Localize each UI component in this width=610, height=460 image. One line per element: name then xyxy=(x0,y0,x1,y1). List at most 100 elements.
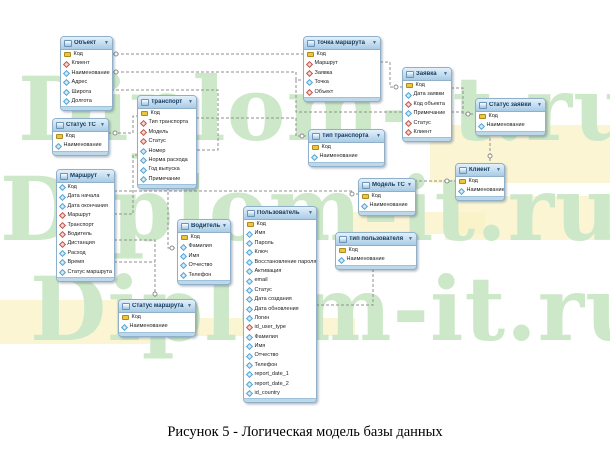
field-row[interactable]: Имя xyxy=(178,252,230,261)
field-row[interactable]: Наименование xyxy=(476,121,545,130)
field-row[interactable]: Модель xyxy=(138,128,196,137)
field-row[interactable]: Транспорт xyxy=(57,221,114,230)
field-row[interactable]: Точка xyxy=(304,78,380,87)
field-row[interactable]: Статус xyxy=(138,137,196,146)
field-row[interactable]: Наименование xyxy=(336,255,416,264)
field-row[interactable]: Тип транспорта xyxy=(138,118,196,127)
field-row[interactable]: Фамилия xyxy=(178,242,230,251)
field-row[interactable]: Пароль xyxy=(244,239,316,248)
field-row[interactable]: Ключ xyxy=(244,248,316,257)
field-row[interactable]: Телефон xyxy=(244,361,316,370)
field-row[interactable]: report_date_1 xyxy=(244,370,316,379)
field-row[interactable]: Дистанция xyxy=(57,239,114,248)
field-row[interactable]: report_date_2 xyxy=(244,380,316,389)
entity-header[interactable]: Статус ТС▼ xyxy=(53,119,108,132)
field-row[interactable]: Дата окончания xyxy=(57,202,114,211)
field-row[interactable]: Наименование xyxy=(53,141,108,150)
field-row[interactable]: Статус xyxy=(403,119,451,128)
collapse-arrow-icon[interactable]: ▼ xyxy=(376,133,381,139)
collapse-arrow-icon[interactable]: ▼ xyxy=(537,102,542,108)
field-row[interactable]: Водитель xyxy=(57,230,114,239)
collapse-arrow-icon[interactable]: ▼ xyxy=(408,236,413,242)
field-row[interactable]: Объект xyxy=(304,88,380,97)
field-row[interactable]: Расход xyxy=(57,249,114,258)
field-row[interactable]: id_country xyxy=(244,389,316,398)
field-row[interactable]: Логин xyxy=(244,314,316,323)
entity-header[interactable]: Модель ТС▼ xyxy=(359,179,415,192)
collapse-arrow-icon[interactable]: ▼ xyxy=(372,40,377,46)
field-row[interactable]: Фамилия xyxy=(244,333,316,342)
field-row[interactable]: id_user_type xyxy=(244,323,316,332)
field-row[interactable]: Долгота xyxy=(61,97,112,106)
field-row[interactable]: Код xyxy=(476,112,545,121)
entity-header[interactable]: Клиент▼ xyxy=(456,164,504,177)
field-row[interactable]: Код xyxy=(53,132,108,141)
field-row[interactable]: Маршрут xyxy=(57,211,114,220)
field-row[interactable]: Номер xyxy=(138,147,196,156)
collapse-arrow-icon[interactable]: ▼ xyxy=(443,71,448,77)
field-row[interactable]: Отчество xyxy=(178,261,230,270)
field-row[interactable]: Код xyxy=(359,192,415,201)
field-row[interactable]: Код xyxy=(178,233,230,242)
collapse-arrow-icon[interactable]: ▼ xyxy=(496,167,501,173)
field-row[interactable]: Примечание xyxy=(403,109,451,118)
collapse-arrow-icon[interactable]: ▼ xyxy=(222,223,227,229)
entity-header[interactable]: Заявка▼ xyxy=(403,68,451,81)
field-row[interactable]: Дата начала xyxy=(57,192,114,201)
field-row[interactable]: Дата заявки xyxy=(403,90,451,99)
field-row[interactable]: Код xyxy=(403,81,451,90)
entity-header[interactable]: Маршрут▼ xyxy=(57,170,114,183)
collapse-arrow-icon[interactable]: ▼ xyxy=(106,173,111,179)
field-row[interactable]: Код объекта xyxy=(403,100,451,109)
field-row[interactable]: Время xyxy=(57,258,114,267)
field-row[interactable]: Наименование xyxy=(61,69,112,78)
entity-header[interactable]: Пользователь▼ xyxy=(244,207,316,220)
field-row[interactable]: Код xyxy=(57,183,114,192)
field-row[interactable]: Клиент xyxy=(61,59,112,68)
entity-header[interactable]: Точка маршрута▼ xyxy=(304,37,380,50)
field-row[interactable]: Отчество xyxy=(244,351,316,360)
field-row[interactable]: Клиент xyxy=(403,128,451,137)
field-row[interactable]: Код xyxy=(304,50,380,59)
field-row[interactable]: Примечание xyxy=(138,175,196,184)
field-row[interactable]: Статус xyxy=(244,286,316,295)
collapse-arrow-icon[interactable]: ▼ xyxy=(407,182,412,188)
collapse-arrow-icon[interactable]: ▼ xyxy=(188,99,193,105)
collapse-arrow-icon[interactable]: ▼ xyxy=(104,40,109,46)
entity-header[interactable]: Статус маршрута▼ xyxy=(119,300,195,313)
field-row[interactable]: Норма расхода xyxy=(138,156,196,165)
field-row[interactable]: Код xyxy=(244,220,316,229)
entity-header[interactable]: Транспорт▼ xyxy=(138,96,196,109)
field-row[interactable]: Код xyxy=(456,177,504,186)
collapse-arrow-icon[interactable]: ▼ xyxy=(187,303,192,309)
field-row[interactable]: Наименование xyxy=(309,152,384,161)
entity-header[interactable]: Объект▼ xyxy=(61,37,112,50)
field-row[interactable]: Восстановление пароля xyxy=(244,258,316,267)
field-row[interactable]: Телефон xyxy=(178,271,230,280)
field-row[interactable]: Код xyxy=(138,109,196,118)
field-row[interactable]: Активация xyxy=(244,267,316,276)
collapse-arrow-icon[interactable]: ▼ xyxy=(100,122,105,128)
field-row[interactable]: Наименование xyxy=(456,186,504,195)
field-row[interactable]: Код xyxy=(119,313,195,322)
field-row[interactable]: Адрес xyxy=(61,78,112,87)
entity-header[interactable]: Статус заявки▼ xyxy=(476,99,545,112)
field-row[interactable]: Код xyxy=(336,246,416,255)
field-row[interactable]: Маршрут xyxy=(304,59,380,68)
field-row[interactable]: Дата создания xyxy=(244,295,316,304)
entity-header[interactable]: Тип пользователя▼ xyxy=(336,233,416,246)
field-row[interactable]: Код xyxy=(309,143,384,152)
field-row[interactable]: Широта xyxy=(61,88,112,97)
